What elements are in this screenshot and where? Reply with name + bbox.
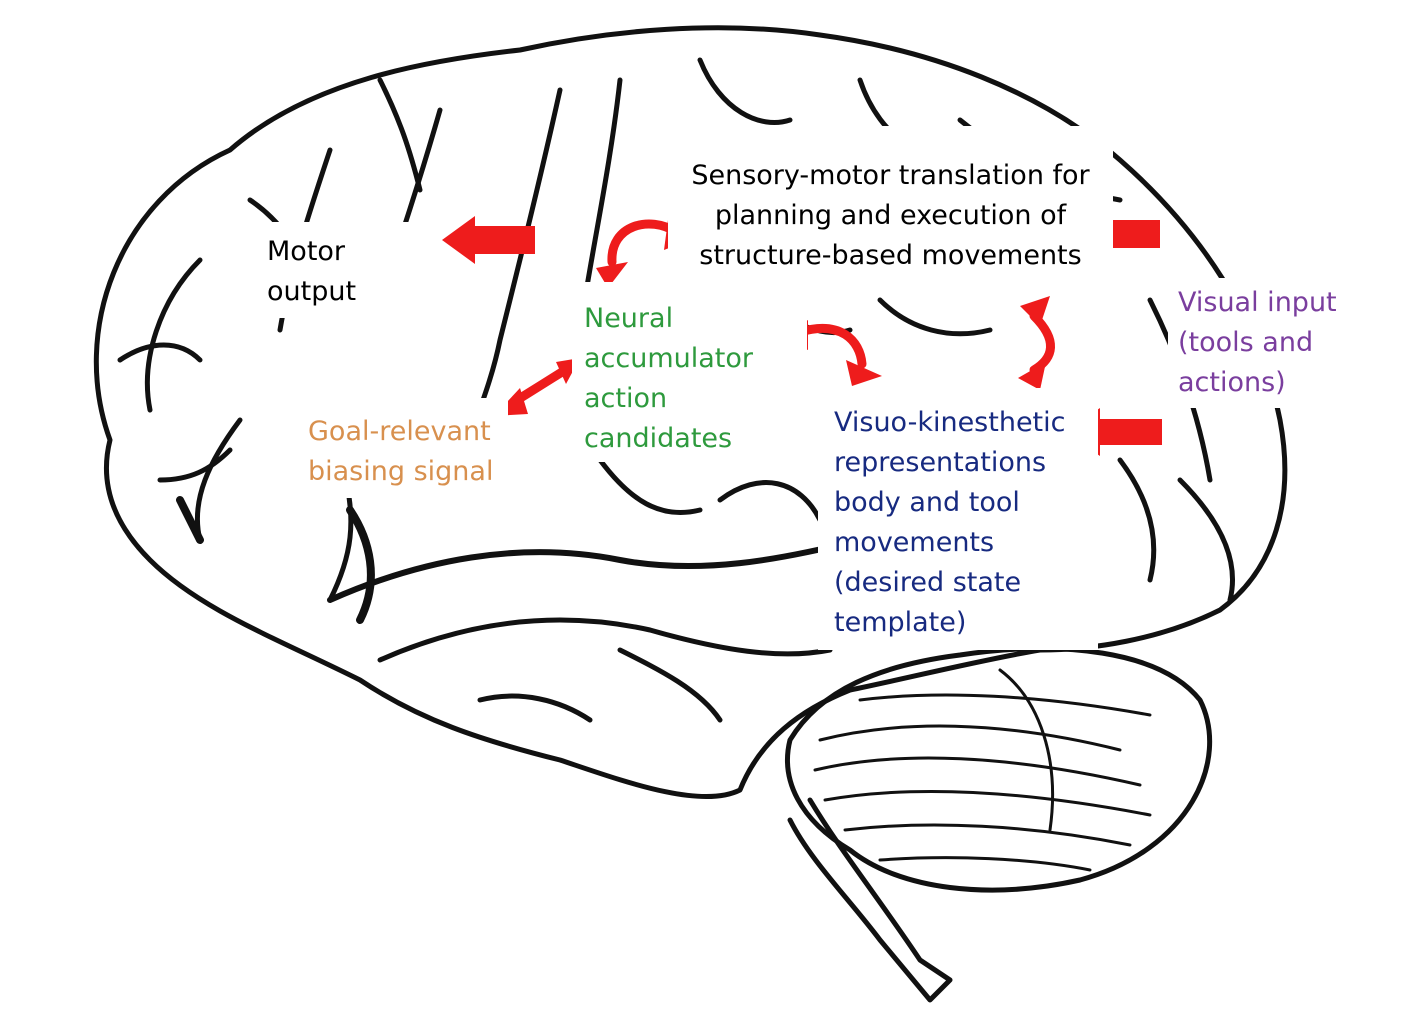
label-neural-accumulator: Neural accumulator action candidates bbox=[572, 282, 807, 462]
label-line: (desired state bbox=[834, 567, 1022, 598]
label-sensory-motor-translation: Sensory-motor translation for planning a… bbox=[668, 126, 1113, 282]
label-line: Visuo-kinesthetic bbox=[834, 407, 1066, 438]
label-line: body and tool bbox=[834, 487, 1020, 518]
label-line: action bbox=[584, 383, 668, 414]
label-line: Motor bbox=[267, 236, 346, 267]
arrow-sensory-visuo bbox=[1029, 311, 1055, 375]
label-line: Sensory-motor translation for bbox=[691, 160, 1090, 191]
label-line: output bbox=[267, 276, 357, 307]
label-line: biasing signal bbox=[308, 456, 494, 487]
label-line: movements bbox=[834, 527, 995, 558]
label-line: Goal-relevant bbox=[308, 416, 491, 447]
arrow-to-motor-output bbox=[442, 216, 535, 264]
arrow-neural-visuo bbox=[795, 323, 867, 369]
label-line: Visual input bbox=[1178, 287, 1337, 318]
label-line: planning and execution of bbox=[714, 200, 1067, 231]
label-line: (tools and bbox=[1178, 327, 1314, 358]
label-visuo-kinesthetic: Visuo-kinesthetic representations body a… bbox=[818, 388, 1098, 650]
label-line: template) bbox=[834, 607, 967, 638]
label-line: accumulator bbox=[584, 343, 754, 374]
label-visual-input: Visual input (tools and actions) bbox=[1168, 278, 1358, 408]
label-line: structure-based movements bbox=[699, 240, 1082, 271]
label-line: Neural bbox=[584, 303, 674, 334]
label-line: candidates bbox=[584, 423, 733, 454]
label-line: representations bbox=[834, 447, 1047, 478]
label-motor-output: Motor output bbox=[255, 222, 415, 318]
label-line: actions) bbox=[1178, 367, 1286, 398]
label-goal-relevant-biasing: Goal-relevant biasing signal bbox=[300, 398, 508, 498]
